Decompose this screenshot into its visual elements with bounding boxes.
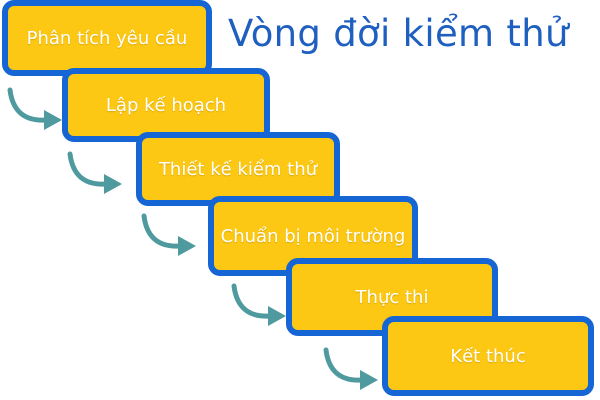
step-label: Thiết kế kiểm thử bbox=[158, 158, 318, 180]
step-label: Kết thúc bbox=[450, 345, 526, 367]
step-planning: Lập kế hoạch bbox=[62, 68, 270, 142]
step-label: Phân tích yêu cầu bbox=[26, 27, 188, 49]
step-label: Thực thi bbox=[355, 286, 429, 308]
diagram-title: Vòng đời kiểm thử bbox=[228, 12, 569, 55]
step-requirement-analysis: Phân tích yêu cầu bbox=[2, 0, 212, 76]
curved-arrow-icon bbox=[231, 283, 286, 326]
step-label: Lập kế hoạch bbox=[105, 94, 227, 116]
curved-arrow-icon bbox=[67, 151, 122, 194]
step-label: Chuẩn bị môi trường bbox=[220, 225, 406, 247]
step-test-design: Thiết kế kiểm thử bbox=[136, 132, 340, 206]
curved-arrow-icon bbox=[7, 87, 62, 130]
curved-arrow-icon bbox=[323, 347, 378, 390]
curved-arrow-icon bbox=[141, 213, 196, 256]
step-closure: Kết thúc bbox=[382, 316, 594, 396]
